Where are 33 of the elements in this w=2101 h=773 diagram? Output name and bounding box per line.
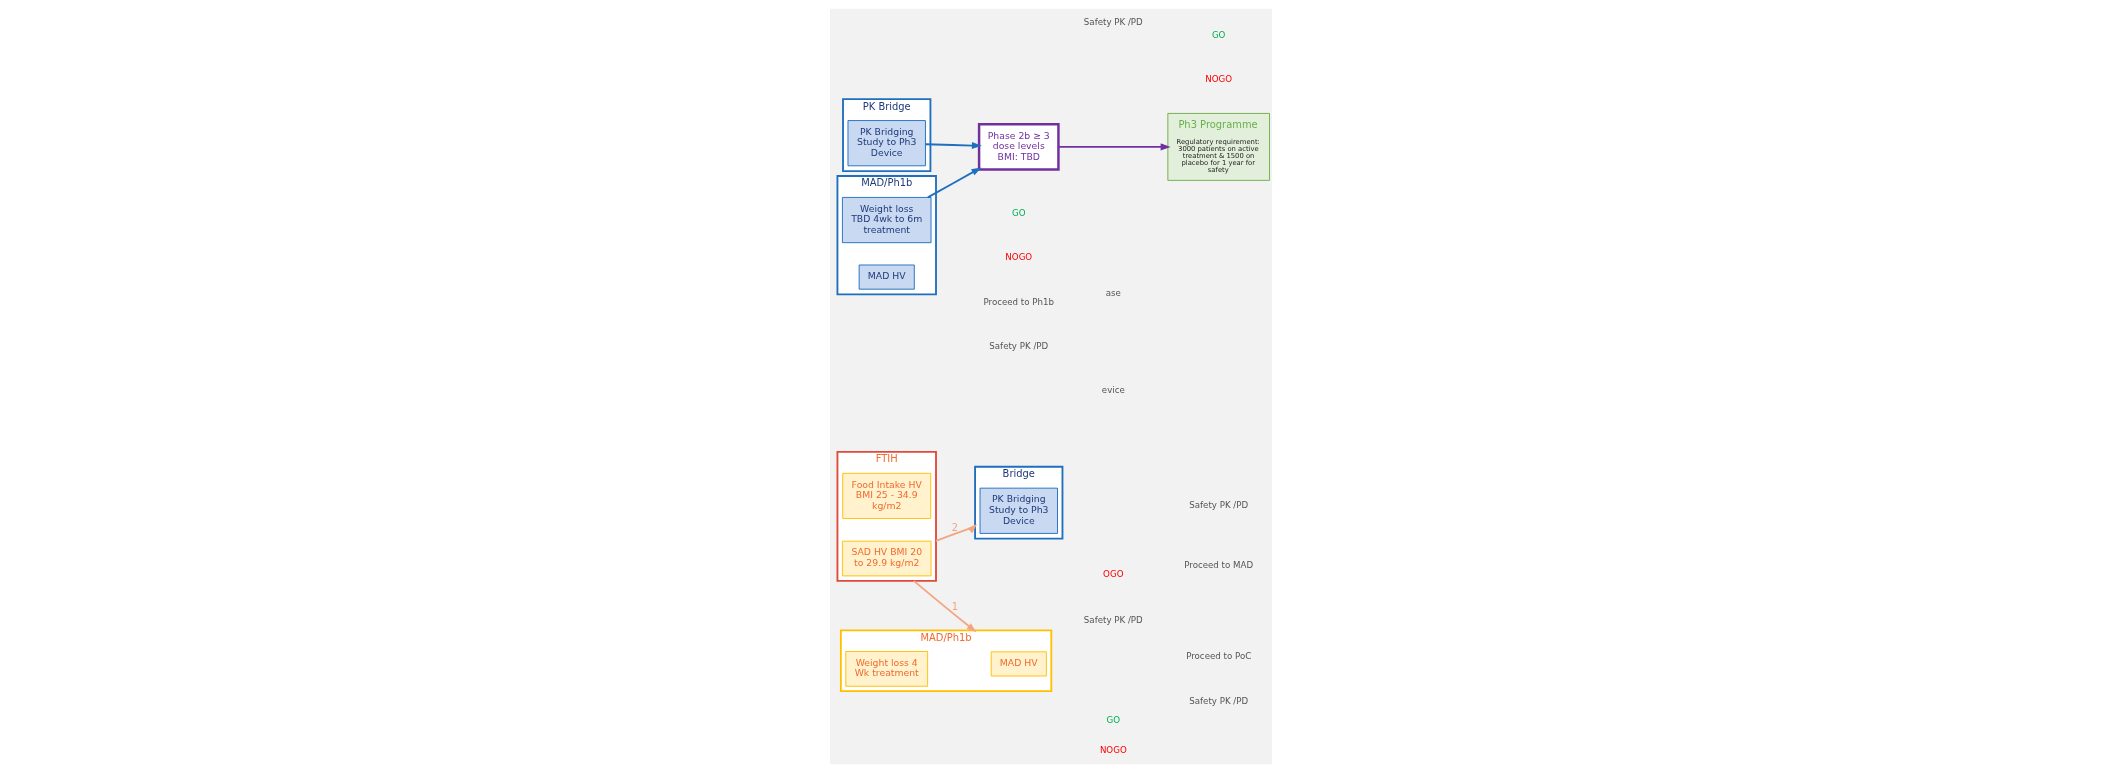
arrow <box>934 524 977 542</box>
label: Safety PK /PD <box>1083 614 1143 625</box>
label: Proceed to MAD <box>1183 560 1253 571</box>
label: Safety PK /PD <box>1188 500 1248 511</box>
label: NOGO <box>1004 252 1032 263</box>
node-box: Weight loss 4 Wk treatment <box>844 651 928 687</box>
label: NOGO <box>1099 744 1127 755</box>
label: Safety PK /PD <box>988 341 1048 352</box>
label: Safety PK /PD <box>1083 16 1143 27</box>
arrow <box>912 579 976 633</box>
node-box: SAD HV BMI 20 to 29.9 kg/m2 <box>841 540 931 577</box>
node-box: PK Bridging Study to Ph3 Device <box>847 120 926 167</box>
arrow <box>1057 143 1171 151</box>
arrow <box>926 167 981 199</box>
label: GO <box>1211 29 1225 40</box>
edge-label: 2 <box>951 521 958 533</box>
label: evice <box>1101 384 1125 395</box>
label: Safety PK /PD <box>1188 696 1248 707</box>
label: Proceed to PoC <box>1185 651 1251 662</box>
label: Proceed to Ph1b <box>982 296 1054 307</box>
arrow <box>924 142 982 150</box>
label: GO <box>1011 207 1026 218</box>
node-box: MAD HV <box>858 264 915 290</box>
edge-label: 1 <box>951 600 958 612</box>
label: ase <box>1105 288 1121 299</box>
node-box: MAD HV <box>990 651 1047 677</box>
node-box: Food Intake HV BMI 25 - 34.9 kg/m2 <box>841 472 931 519</box>
node-box: Phase 2b ≥ 3 dose levels BMI: TBD <box>977 123 1060 171</box>
label: OGO <box>1102 568 1123 579</box>
node-box: PK Bridging Study to Ph3 Device <box>979 487 1058 534</box>
label: NOGO <box>1204 74 1232 85</box>
label: GO <box>1106 715 1120 726</box>
node-box: Weight loss TBD 4wk to 6m treatment <box>841 196 931 244</box>
